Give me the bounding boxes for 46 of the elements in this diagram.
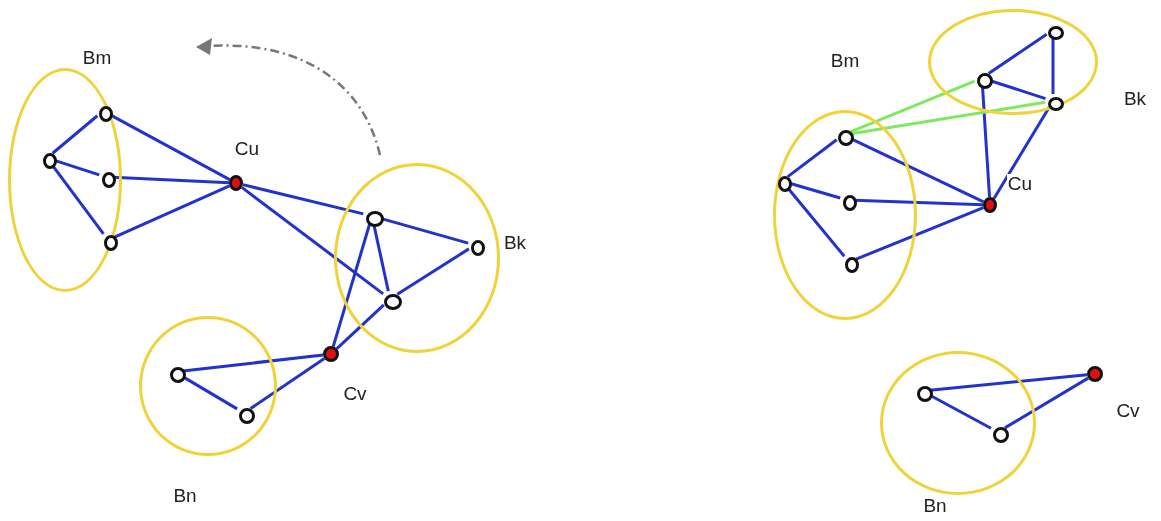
graph-edge — [1051, 37, 1055, 94]
graph-edge — [182, 353, 324, 373]
cut-vertex-circle — [983, 197, 997, 213]
cluster-ellipse — [139, 316, 277, 456]
vertex-circle — [170, 367, 186, 383]
vertex-circle — [366, 211, 384, 227]
graph-edge — [987, 33, 1048, 75]
cluster-ellipse — [773, 110, 917, 320]
graph-edge — [331, 223, 372, 347]
vertex-circle — [99, 106, 113, 122]
graph-edge — [240, 186, 385, 296]
cluster-ellipse — [334, 163, 500, 353]
vertex-circle — [838, 130, 854, 146]
vertex-circle — [1048, 97, 1064, 111]
vertex-label: Cu — [1006, 173, 1034, 193]
vertex-circle — [917, 386, 933, 402]
cluster-ellipse — [880, 351, 1036, 495]
graph-edge — [1004, 376, 1089, 430]
graph-edge — [929, 373, 1088, 392]
graph-edge — [113, 184, 231, 239]
graph-edge — [849, 79, 976, 134]
vertex-circle — [977, 73, 993, 89]
graph-edge — [51, 114, 99, 155]
graph-edge — [786, 138, 838, 178]
graph-edge — [335, 303, 385, 350]
cluster-ellipse — [928, 9, 1098, 115]
vertex-circle — [778, 176, 792, 192]
vertex-circle — [384, 294, 402, 310]
vertex-circle — [843, 195, 857, 211]
cut-vertex-circle — [229, 175, 243, 191]
vertex-circle — [104, 235, 118, 251]
graph-edge — [249, 357, 326, 410]
vertex-circle — [1048, 26, 1064, 40]
vertex-circle — [102, 172, 116, 188]
graph-edge — [242, 183, 364, 216]
cluster-ellipse — [8, 68, 122, 292]
vertex-circle — [471, 240, 485, 256]
vertex-circle — [845, 257, 859, 273]
cut-vertex-circle — [323, 346, 339, 362]
graph-edge — [396, 247, 470, 296]
vertex-circle — [993, 427, 1009, 443]
graph-edge — [850, 100, 1046, 136]
graph-edge — [855, 206, 984, 261]
vertex-circle — [43, 153, 57, 169]
vertex-circle — [239, 408, 255, 424]
cut-vertex-circle — [1087, 366, 1103, 382]
